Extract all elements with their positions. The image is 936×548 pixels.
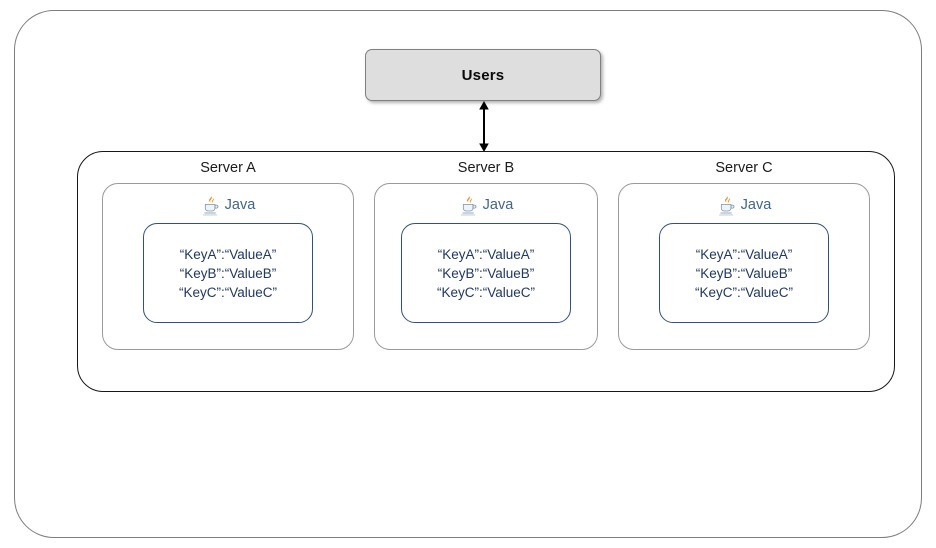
cache-entry: “KeyA”:“ValueA” <box>437 246 535 262</box>
system-boundary: Users Server A <box>14 10 922 538</box>
double-arrow-icon <box>479 101 489 152</box>
cache-entry: “KeyC”:“ValueC” <box>436 284 536 300</box>
server-a-runtime: Java <box>201 193 256 217</box>
servers-row: Server A Java “Key <box>78 152 894 391</box>
server-b-node[interactable]: Java “KeyA”:“ValueA” “KeyB”:“ValueB” “Ke… <box>374 183 598 350</box>
cache-entry: “KeyB”:“ValueB” <box>437 265 535 281</box>
server-c-runtime-label: Java <box>740 197 772 213</box>
users-label: Users <box>461 66 505 84</box>
cache-entry: “KeyB”:“ValueB” <box>179 265 277 281</box>
cache-entry: “KeyA”:“ValueA” <box>695 246 793 262</box>
users-node[interactable]: Users <box>365 49 601 101</box>
cache-entry: “KeyA”:“ValueA” <box>179 246 277 262</box>
server-b-runtime: Java <box>459 193 514 217</box>
java-coffee-cup-icon <box>202 195 219 216</box>
server-b-title: Server B <box>457 160 515 176</box>
server-group-b: Server B Java “Key <box>374 160 598 350</box>
cache-entry: “KeyB”:“ValueB” <box>695 265 793 281</box>
users-to-cluster-arrow <box>476 101 492 152</box>
server-cluster-boundary: Server A Java “Key <box>77 151 895 392</box>
cache-entry: “KeyC”:“ValueC” <box>178 284 278 300</box>
server-group-a: Server A Java “Key <box>102 160 354 350</box>
server-group-c: Server C Java “Key <box>618 160 870 350</box>
server-a-runtime-label: Java <box>224 197 256 213</box>
server-a-title: Server A <box>200 160 256 176</box>
java-coffee-cup-icon <box>460 195 477 216</box>
server-a-cache[interactable]: “KeyA”:“ValueA” “KeyB”:“ValueB” “KeyC”:“… <box>143 223 313 323</box>
server-b-cache[interactable]: “KeyA”:“ValueA” “KeyB”:“ValueB” “KeyC”:“… <box>401 223 571 323</box>
server-c-runtime: Java <box>717 193 772 217</box>
server-c-cache[interactable]: “KeyA”:“ValueA” “KeyB”:“ValueB” “KeyC”:“… <box>659 223 829 323</box>
java-coffee-cup-icon <box>718 195 735 216</box>
server-c-title: Server C <box>715 160 773 176</box>
server-b-runtime-label: Java <box>482 197 514 213</box>
cache-entry: “KeyC”:“ValueC” <box>694 284 794 300</box>
server-c-node[interactable]: Java “KeyA”:“ValueA” “KeyB”:“ValueB” “Ke… <box>618 183 870 350</box>
server-a-node[interactable]: Java “KeyA”:“ValueA” “KeyB”:“ValueB” “Ke… <box>102 183 354 350</box>
